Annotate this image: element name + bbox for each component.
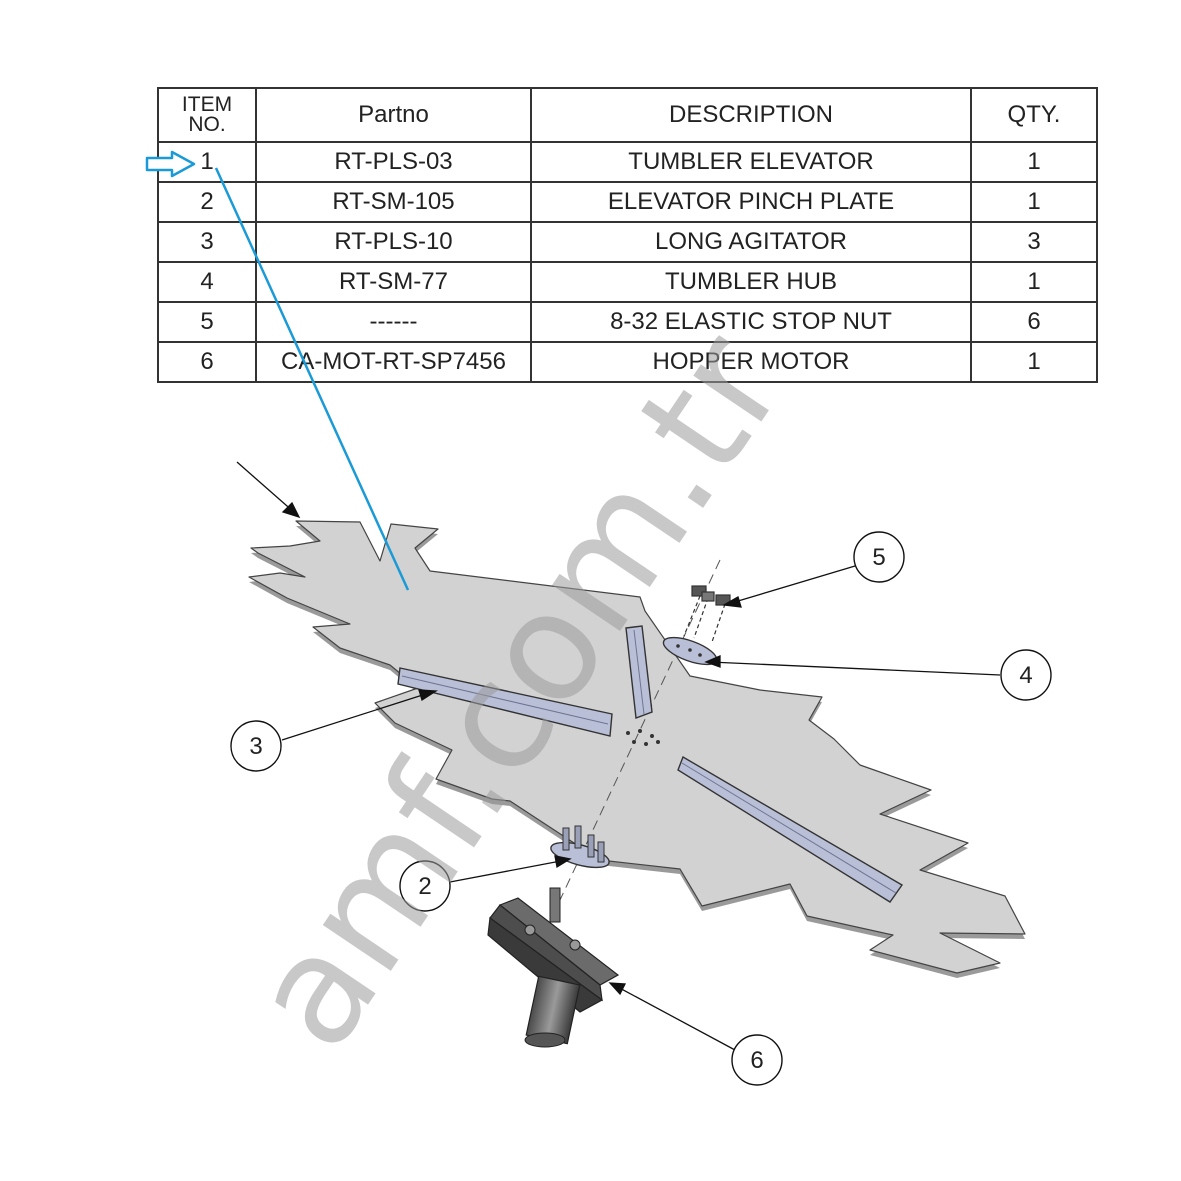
header-qty: QTY. — [970, 87, 1098, 143]
cell-partno: ------ — [255, 301, 532, 343]
leader-item-3 — [281, 691, 433, 741]
bom-table: ITEM NO. Partno DESCRIPTION QTY. 1 RT-PL… — [157, 87, 1098, 383]
cell-partno: RT-SM-77 — [255, 261, 532, 303]
cell-item: 2 — [157, 181, 257, 223]
cell-description: TUMBLER HUB — [530, 261, 972, 303]
long-agitator-right — [677, 755, 904, 903]
header-item-line1: ITEM — [181, 93, 233, 117]
leader-item-2-arrowhead — [554, 855, 572, 869]
cell-description: HOPPER MOTOR — [530, 341, 972, 383]
callout-3: 3 — [230, 720, 282, 772]
leader-item-1-arrowhead — [281, 501, 301, 519]
callout-5-label: 5 — [872, 544, 885, 571]
leader-item-5-arrowhead — [721, 596, 742, 608]
callout-2: 2 — [399, 860, 451, 912]
leader-item-2 — [449, 859, 567, 883]
header-partno: Partno — [255, 87, 532, 143]
cell-partno: CA-MOT-RT-SP7456 — [255, 341, 532, 383]
bom-header-row: ITEM NO. Partno DESCRIPTION QTY. — [157, 87, 1098, 143]
cell-partno: RT-PLS-10 — [255, 221, 532, 263]
cell-partno: RT-PLS-03 — [255, 141, 532, 183]
cell-description: ELEVATOR PINCH PLATE — [530, 181, 972, 223]
cell-qty: 1 — [970, 341, 1098, 383]
leader-item-6 — [613, 984, 736, 1051]
highlight-annotation — [145, 150, 410, 591]
elastic-stop-nuts — [683, 585, 731, 643]
table-row: 6 CA-MOT-RT-SP7456 HOPPER MOTOR 1 — [157, 341, 1098, 383]
cell-qty: 3 — [970, 221, 1098, 263]
long-agitator-center — [625, 625, 653, 719]
header-item-no: ITEM NO. — [157, 87, 257, 143]
header-description: DESCRIPTION — [530, 87, 972, 143]
callout-4: 4 — [1000, 649, 1052, 701]
table-row: 1 RT-PLS-03 TUMBLER ELEVATOR 1 — [157, 141, 1098, 183]
callout-6-label: 6 — [750, 1047, 763, 1074]
leader-item-4 — [709, 661, 1001, 676]
leader-item-5 — [727, 565, 856, 605]
callout-6: 6 — [731, 1034, 783, 1086]
leader-item-3-arrowhead — [418, 689, 439, 702]
cell-qty: 6 — [970, 301, 1098, 343]
leader-item-6-arrowhead — [608, 982, 627, 996]
leader-lines — [236, 461, 1001, 1051]
table-row: 3 RT-PLS-10 LONG AGITATOR 3 — [157, 221, 1098, 263]
cell-partno: RT-SM-105 — [255, 181, 532, 223]
callout-3-label: 3 — [249, 733, 262, 760]
long-agitator-left — [397, 667, 613, 737]
cell-qty: 1 — [970, 141, 1098, 183]
elevator-pinch-plate — [550, 825, 610, 869]
cell-description: TUMBLER ELEVATOR — [530, 141, 972, 183]
cell-description: 8-32 ELASTIC STOP NUT — [530, 301, 972, 343]
assembly-axis-line — [559, 559, 721, 901]
center-hole-pattern — [626, 729, 660, 746]
leader-item-1 — [236, 461, 296, 514]
hopper-motor — [487, 887, 620, 1048]
cell-item: 5 — [157, 301, 257, 343]
header-item-line2: NO. — [188, 113, 226, 136]
leader-item-4-arrowhead — [704, 655, 721, 668]
cell-description: LONG AGITATOR — [530, 221, 972, 263]
cell-qty: 1 — [970, 181, 1098, 223]
callout-5: 5 — [853, 531, 905, 583]
cell-item: 3 — [157, 221, 257, 263]
cell-qty: 1 — [970, 261, 1098, 303]
cell-item: 4 — [157, 261, 257, 303]
table-row: 2 RT-SM-105 ELEVATOR PINCH PLATE 1 — [157, 181, 1098, 223]
callout-4-label: 4 — [1019, 662, 1032, 689]
cell-item: 6 — [157, 341, 257, 383]
table-row: 5 ------ 8-32 ELASTIC STOP NUT 6 — [157, 301, 1098, 343]
callout-2-label: 2 — [418, 873, 431, 900]
highlight-arrow-icon — [145, 150, 196, 178]
table-row: 4 RT-SM-77 TUMBLER HUB 1 — [157, 261, 1098, 303]
highlight-line — [214, 167, 410, 591]
